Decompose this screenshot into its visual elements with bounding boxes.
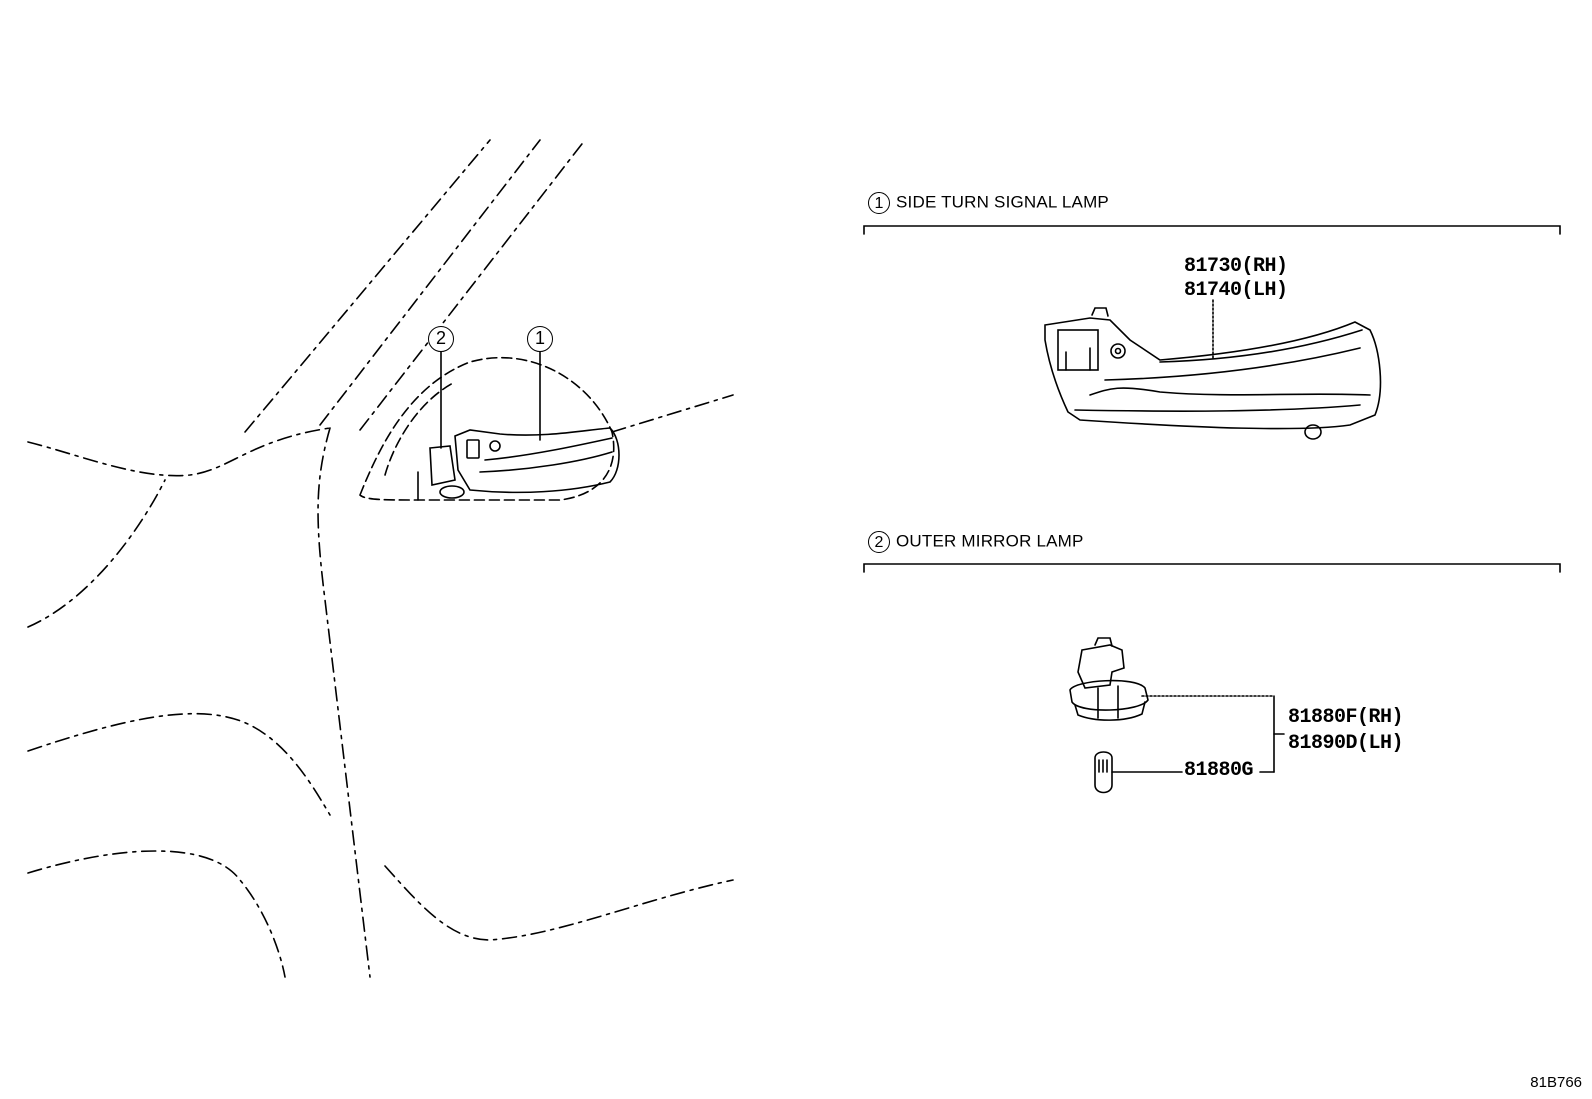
turn-lamp-lens-line-2 — [1089, 387, 1371, 396]
mirror-lamp-socket-fins — [1097, 685, 1119, 719]
turn-lamp-lens-line-1 — [1104, 347, 1361, 381]
mirror-puddle-lamp — [429, 445, 456, 486]
mirror-housing-inner — [384, 381, 456, 476]
body-outline-fender — [27, 479, 166, 628]
body-outline-pillar-c — [359, 139, 586, 431]
turn-lamp-connector — [1057, 329, 1099, 371]
mirror-turn-lamp-inner2 — [479, 451, 613, 473]
body-outline-mirror-arm — [611, 394, 734, 433]
part-number-81740: 81740(LH) — [1184, 279, 1288, 302]
section-title-side-turn-signal-lamp: 1 SIDE TURN SIGNAL LAMP — [868, 192, 1109, 214]
mirror-lamp-socket-ring — [1069, 679, 1149, 711]
mirror-lamp-socket-tab — [1094, 637, 1113, 647]
turn-lamp-body — [1044, 317, 1382, 430]
section-index-2: 2 — [868, 531, 890, 553]
body-outline-pillar-b — [319, 139, 541, 426]
mirror-turn-lamp — [454, 427, 620, 494]
bulb-filament — [1098, 759, 1108, 773]
part-number-81880g: 81880G — [1184, 759, 1254, 782]
callout-1: 1 — [527, 326, 553, 352]
body-outline-pillar-a — [244, 139, 491, 433]
callout-2: 2 — [428, 326, 454, 352]
body-outline-wheel-arch — [27, 850, 286, 978]
body-outline-door-lower — [384, 865, 734, 941]
bulb — [1094, 751, 1113, 794]
mirror-lamp-bracket — [466, 439, 480, 459]
turn-lamp-screw-inner — [1114, 347, 1122, 355]
illustration-code: 81B766 — [1530, 1074, 1582, 1091]
turn-lamp-clip — [1304, 424, 1322, 440]
turn-lamp-tab — [1091, 307, 1109, 317]
section-index-1: 1 — [868, 192, 890, 214]
turn-lamp-lens-line-4 — [1159, 329, 1363, 363]
turn-lamp-connector-slot — [1065, 347, 1091, 371]
mirror-housing — [359, 356, 615, 501]
turn-lamp-lens-line-3 — [1074, 404, 1361, 412]
body-outline-roof-curve — [27, 427, 331, 477]
mirror-lamp-screw — [489, 440, 501, 452]
mirror-turn-lamp-inner — [484, 437, 613, 461]
section-title-outer-mirror-lamp: 2 OUTER MIRROR LAMP — [868, 531, 1084, 553]
section-1-bracket — [863, 225, 1561, 235]
part-number-81890d: 81890D(LH) — [1288, 732, 1404, 755]
part-number-81880f: 81880F(RH) — [1288, 706, 1404, 729]
section-2-bracket — [863, 563, 1561, 573]
part-number-81730: 81730(RH) — [1184, 255, 1288, 278]
section-title-text-2: OUTER MIRROR LAMP — [896, 531, 1084, 551]
mirror-puddle-lamp-lens — [439, 485, 465, 499]
mirror-lamp-socket-top — [1077, 644, 1125, 689]
section-title-text-1: SIDE TURN SIGNAL LAMP — [896, 192, 1109, 212]
body-outline-beltline — [27, 712, 331, 816]
body-outline-door-front — [317, 427, 371, 978]
mirror-lamp-socket-base — [1074, 701, 1146, 721]
turn-lamp-screw — [1110, 343, 1126, 359]
